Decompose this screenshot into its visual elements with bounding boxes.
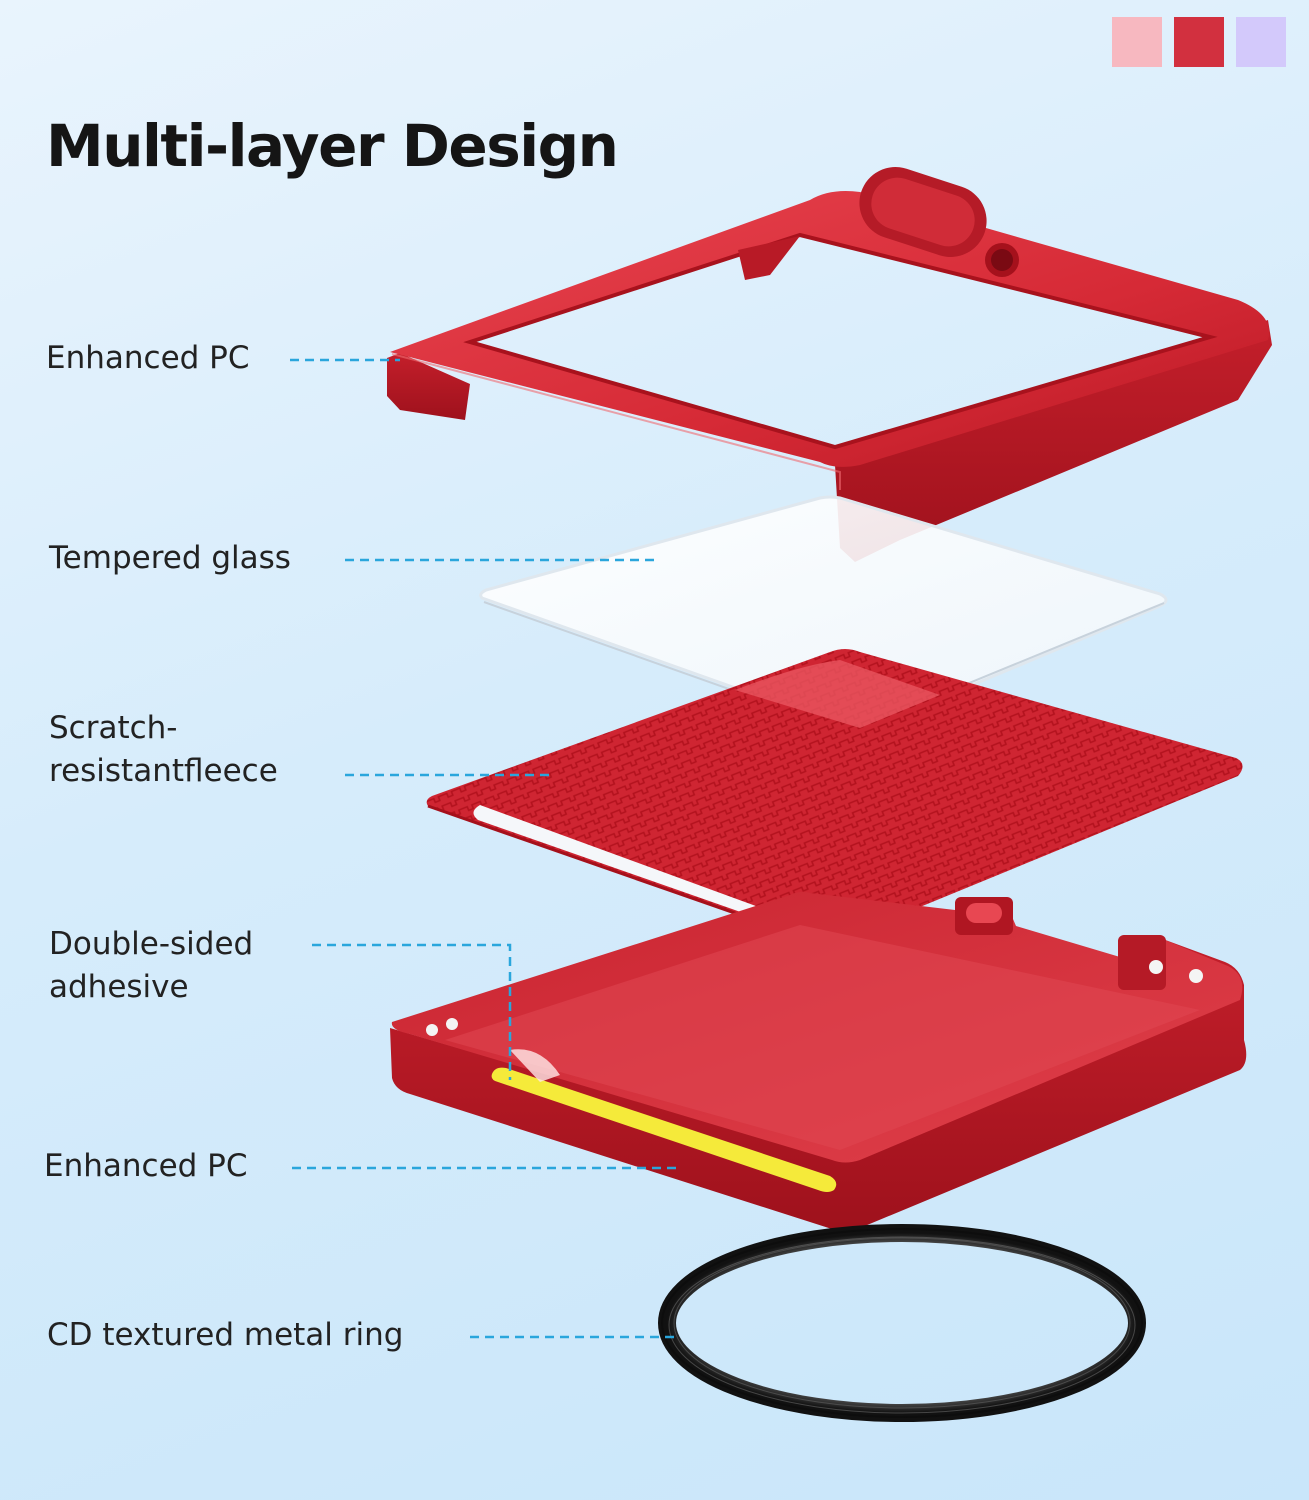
label-line: Tempered glass [49, 540, 291, 576]
leader-lines [290, 358, 680, 1339]
color-swatch-red[interactable] [1174, 17, 1224, 67]
label-enhanced-pc-top: Enhanced PC [46, 337, 250, 380]
label-line: adhesive [49, 969, 189, 1005]
label-line: Double-sided [49, 926, 254, 962]
label-enhanced-pc-bottom: Enhanced PC [44, 1145, 248, 1188]
top-frame-layer [387, 167, 1272, 562]
label-cd-metal-ring: CD textured metal ring [47, 1314, 403, 1357]
page-title: Multi-layer Design [46, 112, 619, 180]
label-tempered-glass: Tempered glass [49, 537, 291, 580]
label-line: resistantfleece [49, 753, 278, 789]
metal-ring-layer [658, 1224, 1146, 1422]
label-double-sided-adhesive: Double-sided adhesive [49, 923, 253, 1009]
label-scratch-resistant-fleece: Scratch- resistantfleece [49, 707, 278, 793]
color-swatch-pink[interactable] [1112, 17, 1162, 67]
color-swatch-lavender[interactable] [1236, 17, 1286, 67]
leader-line-adhesive [312, 943, 512, 1080]
label-line: CD textured metal ring [47, 1317, 404, 1353]
label-line: Enhanced PC [44, 1148, 248, 1184]
bottom-frame-layer [390, 891, 1247, 1233]
color-swatches [1112, 17, 1286, 67]
label-line: Scratch- [49, 710, 178, 746]
label-line: Enhanced PC [46, 340, 250, 376]
